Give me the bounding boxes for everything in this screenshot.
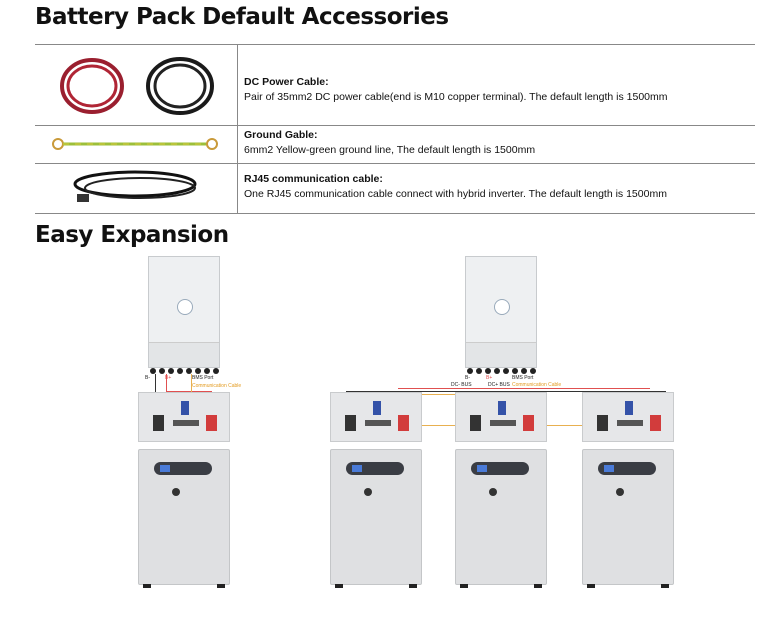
battery-module-top: [455, 392, 547, 442]
accessory-rj45-cable: RJ45 communication cable:One RJ45 commun…: [244, 173, 667, 200]
divider: [35, 163, 755, 164]
b-plus-label: B+: [165, 375, 172, 381]
battery-tower: [455, 449, 547, 588]
battery-tower: [330, 449, 422, 588]
dc-minus-bus-label: DC- BUS: [451, 382, 472, 388]
accessory-ground-cable: Ground Gable:6mm2 Yellow-green ground li…: [244, 129, 536, 156]
ground-cable-image: [52, 138, 218, 150]
battery-module-top: [582, 392, 674, 442]
accessory-dc-power-cable: DC Power Cable:Pair of 35mm2 DC power ca…: [244, 76, 668, 103]
battery-module-top: [138, 392, 230, 442]
divider: [35, 125, 755, 126]
battery-tower: [582, 449, 674, 588]
communication-cable-label: Communication Cable: [192, 383, 242, 389]
battery-tower: [138, 449, 230, 588]
communication-cable-label: Communication Cable: [512, 382, 562, 388]
b-plus-label: B+: [486, 375, 493, 381]
divider: [35, 213, 755, 214]
b-minus-label: B-: [145, 375, 150, 381]
dc-power-cable-image: [60, 57, 214, 115]
hybrid-inverter: [148, 256, 220, 368]
battery-module-top: [330, 392, 422, 442]
rj45-cable-image: [73, 170, 197, 202]
hybrid-inverter: [465, 256, 537, 368]
b-minus-label: B-: [465, 375, 470, 381]
bms-port-label: BMS Port: [192, 375, 214, 381]
expansion-title: Easy Expansion: [35, 222, 229, 248]
column-divider: [237, 44, 238, 213]
divider: [35, 44, 755, 45]
dc-plus-bus-label: DC+ BUS: [488, 382, 510, 388]
bms-port-label: BMS Port: [512, 375, 534, 381]
accessories-title: Battery Pack Default Accessories: [35, 4, 449, 30]
